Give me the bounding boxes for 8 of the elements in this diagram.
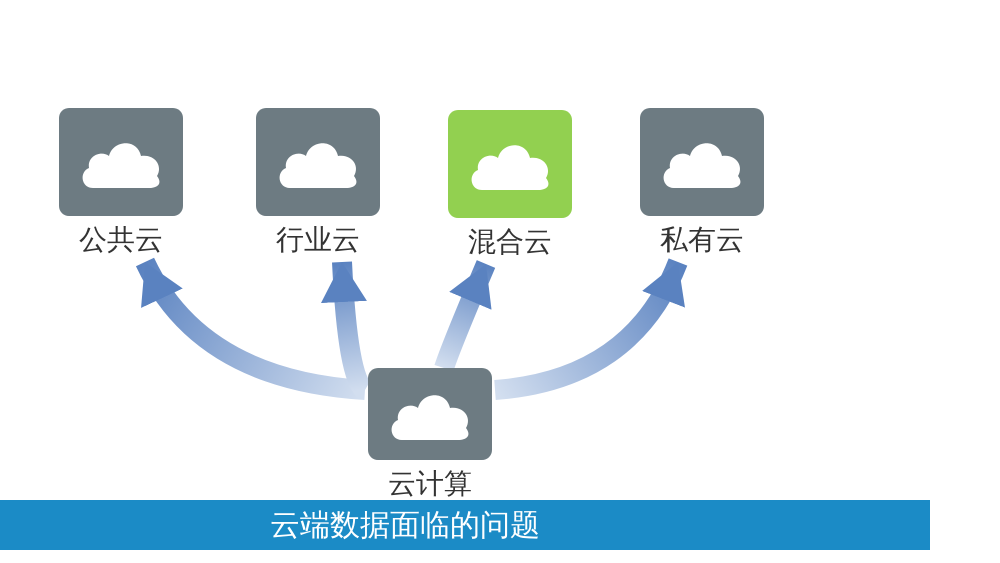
node-label: 私有云 <box>660 222 744 258</box>
node-label: 公共云 <box>79 222 163 258</box>
curved-arrow <box>494 258 688 400</box>
title: 云端数据面临的问题 <box>270 506 540 544</box>
curved-arrow <box>136 257 366 400</box>
node-label: 混合云 <box>468 224 552 260</box>
node-label: 云计算 <box>388 466 472 502</box>
node-label: 行业云 <box>276 222 360 258</box>
